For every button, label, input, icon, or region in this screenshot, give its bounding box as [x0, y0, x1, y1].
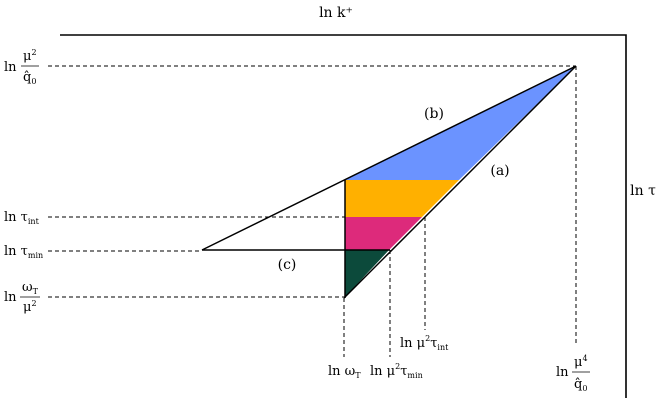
magenta-region	[345, 217, 422, 250]
svg-text:ln: ln	[4, 290, 17, 305]
left-label-tau-int: ln τint	[4, 210, 40, 226]
bottom-label-mu2-tauint: ln μ2τint	[400, 334, 449, 352]
left-label-omega-mu2: ln ωT μ2	[4, 280, 40, 315]
svg-text:μ2: μ2	[23, 299, 37, 315]
curve-b-line	[201, 65, 577, 251]
svg-text:q̂0: q̂0	[574, 377, 587, 393]
svg-text:ln: ln	[4, 60, 17, 75]
svg-text:ωT: ωT	[22, 280, 39, 296]
top-axis-label: ln k⁺	[319, 5, 353, 21]
svg-text:q̂0: q̂0	[23, 70, 36, 86]
curve-c-label: (c)	[278, 257, 297, 273]
bottom-label-omega: ln ωT	[328, 364, 361, 380]
svg-text:ln: ln	[556, 365, 569, 380]
orange-region	[345, 180, 459, 217]
bottom-label-mu4-q0: ln μ4 q̂0	[556, 354, 590, 393]
curve-a-label: (a)	[490, 163, 509, 179]
bottom-label-mu2-taumin: ln μ2τmin	[370, 362, 423, 380]
left-label-mu2-q0: ln μ2 q̂0	[4, 48, 39, 86]
curve-b-label: (b)	[424, 106, 444, 122]
frame-border	[60, 34, 627, 398]
svg-text:μ2: μ2	[23, 48, 37, 64]
left-label-tau-min: ln τmin	[4, 244, 43, 260]
curve-a-line	[343, 65, 577, 299]
svg-text:μ4: μ4	[574, 354, 588, 370]
right-axis-label: ln τ	[630, 183, 656, 199]
dashed-guides	[48, 65, 577, 357]
